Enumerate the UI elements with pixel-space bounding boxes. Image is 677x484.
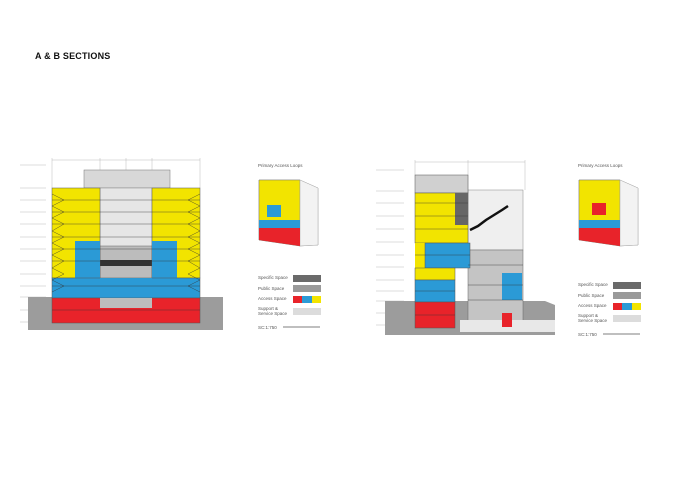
legend-label-access: Access Space: [578, 303, 607, 308]
swatch-specific: [293, 275, 321, 282]
section-a: [20, 158, 223, 330]
legend-label-public: Public Space: [578, 293, 605, 298]
access-loop-cube-a: [258, 179, 319, 247]
legend-label-support: Support & Service Space: [258, 306, 288, 316]
legend-label-support: Support & Service Space: [578, 313, 608, 323]
swatch-specific: [613, 282, 641, 289]
legend-label-specific: Specific Space: [578, 282, 608, 287]
swatch-access-blue: [622, 303, 632, 310]
swatch-public: [613, 292, 641, 299]
swatch-access-red: [613, 303, 622, 310]
scale-label: SC:1:750: [258, 325, 277, 330]
legend-heading: Primary Access Loops: [578, 163, 623, 168]
access-loop-cube-b: [578, 179, 639, 247]
swatch-access-red: [293, 296, 302, 303]
legend-label-access: Access Space: [258, 296, 287, 301]
roof-volume-a: [83, 169, 171, 189]
scale-label: SC:1:750: [578, 332, 597, 337]
swatch-access-yellow: [312, 296, 321, 303]
swatch-support: [613, 315, 641, 322]
legend-label-specific: Specific Space: [258, 275, 288, 280]
legend-heading: Primary Access Loops: [258, 163, 303, 168]
swatch-access-blue: [302, 296, 312, 303]
swatch-support: [293, 308, 321, 315]
sheet-title: A & B SECTIONS: [35, 51, 111, 61]
swatch-public: [293, 285, 321, 292]
legend-label-public: Public Space: [258, 286, 285, 291]
section-b: [376, 160, 555, 335]
swatch-access-yellow: [632, 303, 641, 310]
scale-bars: [283, 326, 640, 335]
